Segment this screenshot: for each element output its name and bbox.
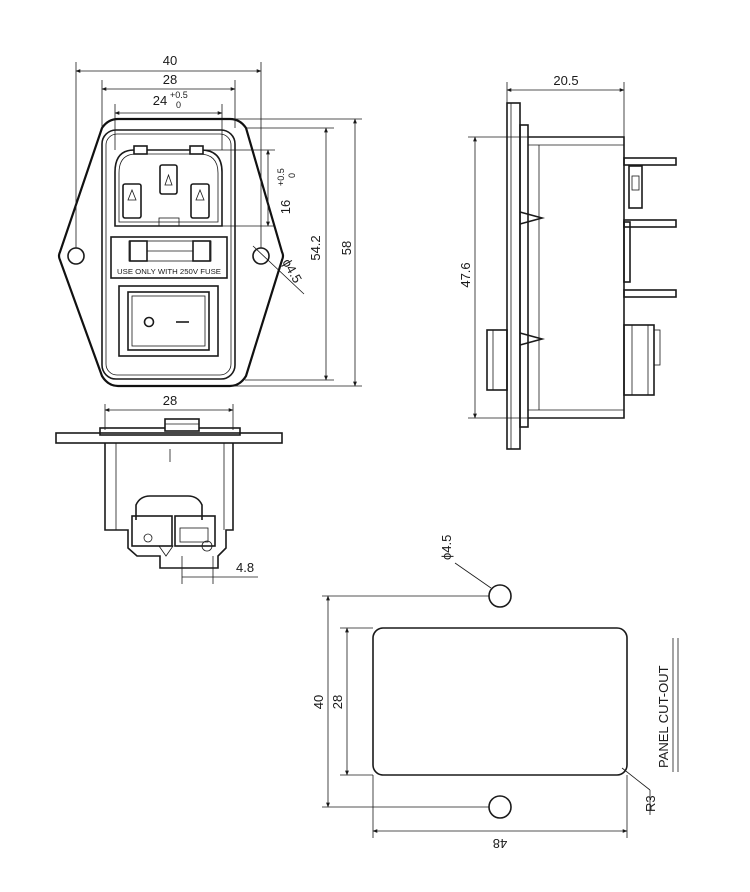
- dim-cutout-width: 48: [493, 836, 507, 851]
- switch-off-symbol: [143, 316, 155, 328]
- mounting-hole-right: [252, 247, 270, 265]
- dim-socket-width: 24: [153, 93, 167, 108]
- side-body: [528, 136, 625, 419]
- dim-front-width-inner: 28: [163, 72, 177, 87]
- cutout-view: ϕ4.5 40 28 48 R3 PANEL CUT-OUT: [311, 535, 679, 851]
- dim-side-height: 47.6: [458, 262, 473, 287]
- dim-pin-tol-upper: +0.5: [276, 168, 286, 186]
- earth-pin: [159, 164, 178, 195]
- front-view: USE ONLY WITH 250V FUSE 40 28 24 +0.5 0 …: [57, 53, 362, 388]
- fuse-drawer: [110, 236, 228, 279]
- dim-socket-tol-upper: +0.5: [170, 90, 188, 100]
- bottom-flange: [55, 432, 283, 444]
- dim-front-width-outer: 40: [163, 53, 177, 68]
- fuse-label: USE ONLY WITH 250V FUSE: [117, 267, 221, 276]
- dim-pin-height: 16: [278, 200, 293, 214]
- side-view: 20.5 47.6: [458, 73, 677, 450]
- dim-side-depth: 20.5: [553, 73, 578, 88]
- cutout-title: PANEL CUT-OUT: [656, 665, 671, 768]
- dim-cutout-hole: ϕ4.5: [439, 535, 454, 560]
- dim-front-hole: ϕ4.5: [279, 256, 305, 285]
- neutral-pin: [190, 183, 210, 219]
- dim-pin-tol-lower: 0: [287, 173, 297, 178]
- dim-front-height-outer: 58: [339, 241, 354, 255]
- dim-cutout-height-outer: 40: [311, 695, 326, 709]
- dim-socket-tol-lower: 0: [176, 100, 181, 110]
- front-body: [101, 129, 236, 380]
- cutout-hole-bottom: [488, 795, 512, 819]
- dim-cutout-radius: R3: [643, 795, 658, 812]
- dim-cutout-height-inner: 28: [330, 695, 345, 709]
- iec-socket: [114, 149, 223, 227]
- cutout-hole-top: [488, 584, 512, 608]
- side-flange: [506, 102, 521, 450]
- bottom-view: 28 4.8: [55, 393, 283, 584]
- rocker-switch: [118, 285, 219, 357]
- live-pin: [122, 183, 142, 219]
- cutout-rectangle: [372, 627, 628, 776]
- dim-front-height-inner: 54.2: [308, 235, 323, 260]
- dim-bottom-width: 28: [163, 393, 177, 408]
- mounting-hole-left: [67, 247, 85, 265]
- dim-terminal-width: 4.8: [236, 560, 254, 575]
